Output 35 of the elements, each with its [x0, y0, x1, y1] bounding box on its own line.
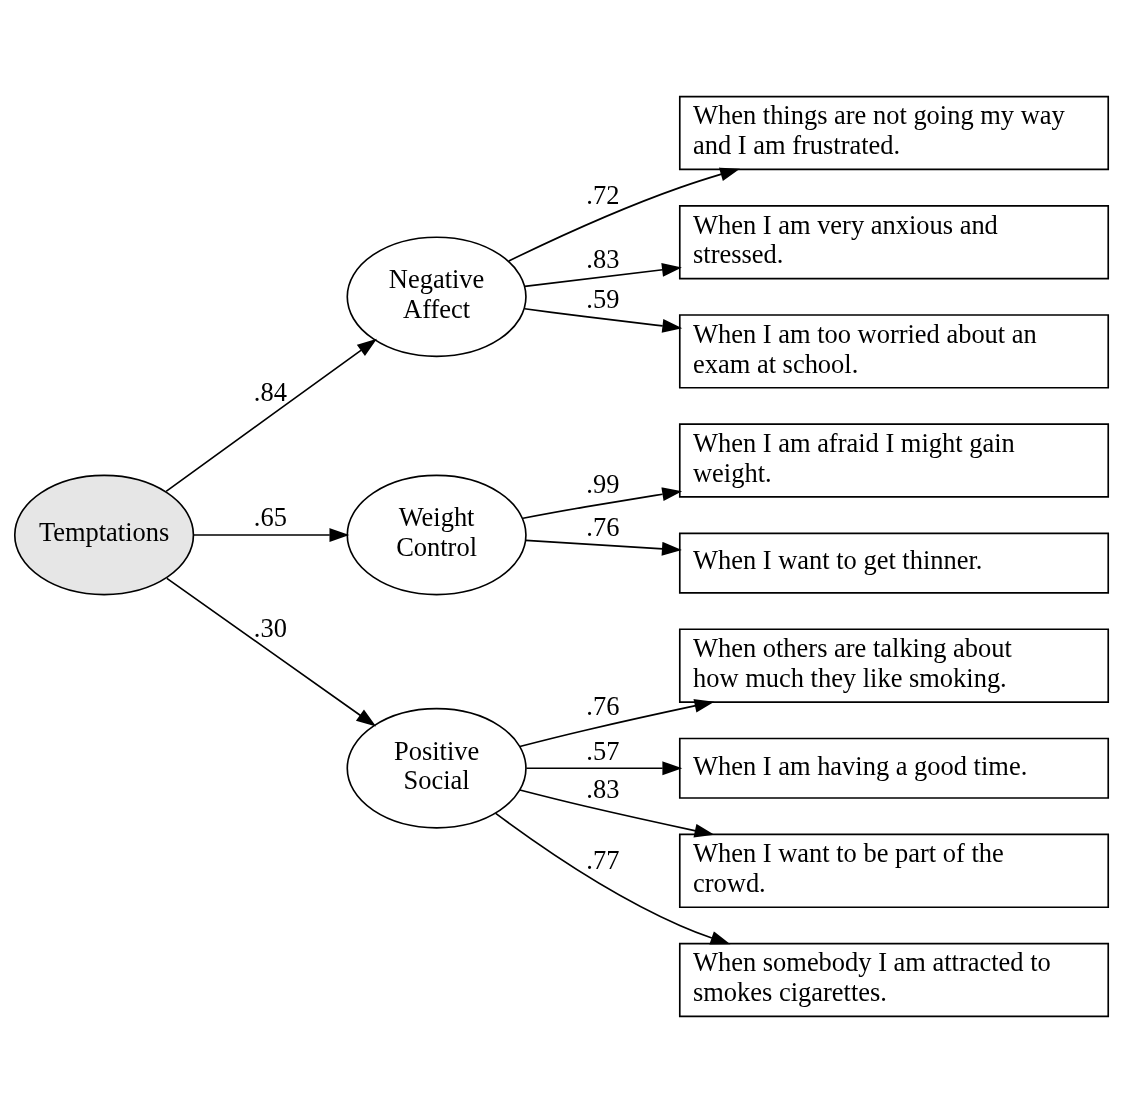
- node-box: When I am very anxious and stressed.: [678, 204, 1110, 280]
- node-box: When I am too worried about an exam at school.: [678, 314, 1110, 389]
- node-box: When I am having a good time.: [678, 737, 1110, 799]
- arrow: [494, 812, 731, 945]
- edge-label: .57: [586, 735, 620, 766]
- edge-label: .65: [253, 502, 287, 533]
- arrow: [522, 487, 683, 520]
- node-box: When things are not going my way and I am frustrated.: [678, 95, 1110, 171]
- edge-label: .76: [586, 690, 620, 721]
- arrow: [525, 761, 683, 776]
- arrow: [525, 539, 682, 556]
- edge-label: .99: [586, 469, 620, 500]
- edge-label: .83: [586, 244, 620, 275]
- node-box: When I am afraid I might gain weight.: [678, 423, 1110, 498]
- arrow: [523, 262, 682, 288]
- node-ellipse: Weight Control: [346, 474, 527, 596]
- arrow: [166, 577, 377, 727]
- arrow: [192, 528, 350, 542]
- edge-label: .76: [586, 512, 620, 543]
- edge-label: .77: [586, 844, 620, 875]
- arrow: [165, 338, 377, 493]
- edge-label: .72: [586, 179, 620, 210]
- node-box: When I want to get thinner.: [678, 532, 1110, 594]
- arrow: [523, 307, 683, 333]
- node-box: When I want to be part of the crowd.: [678, 833, 1110, 909]
- edge-label: .83: [586, 773, 620, 804]
- node-ellipse: Temptations: [13, 474, 195, 596]
- arrow: [507, 167, 740, 262]
- node-box: When others are talking about how much they like smoking.: [678, 628, 1110, 703]
- arrow: [519, 789, 715, 838]
- node-box: When somebody I am attracted to smokes cigarettes.: [678, 942, 1110, 1018]
- edge-label: .59: [586, 284, 620, 315]
- arrow: [519, 699, 715, 748]
- edge-label: .30: [253, 613, 287, 644]
- edge-label: .84: [253, 376, 287, 407]
